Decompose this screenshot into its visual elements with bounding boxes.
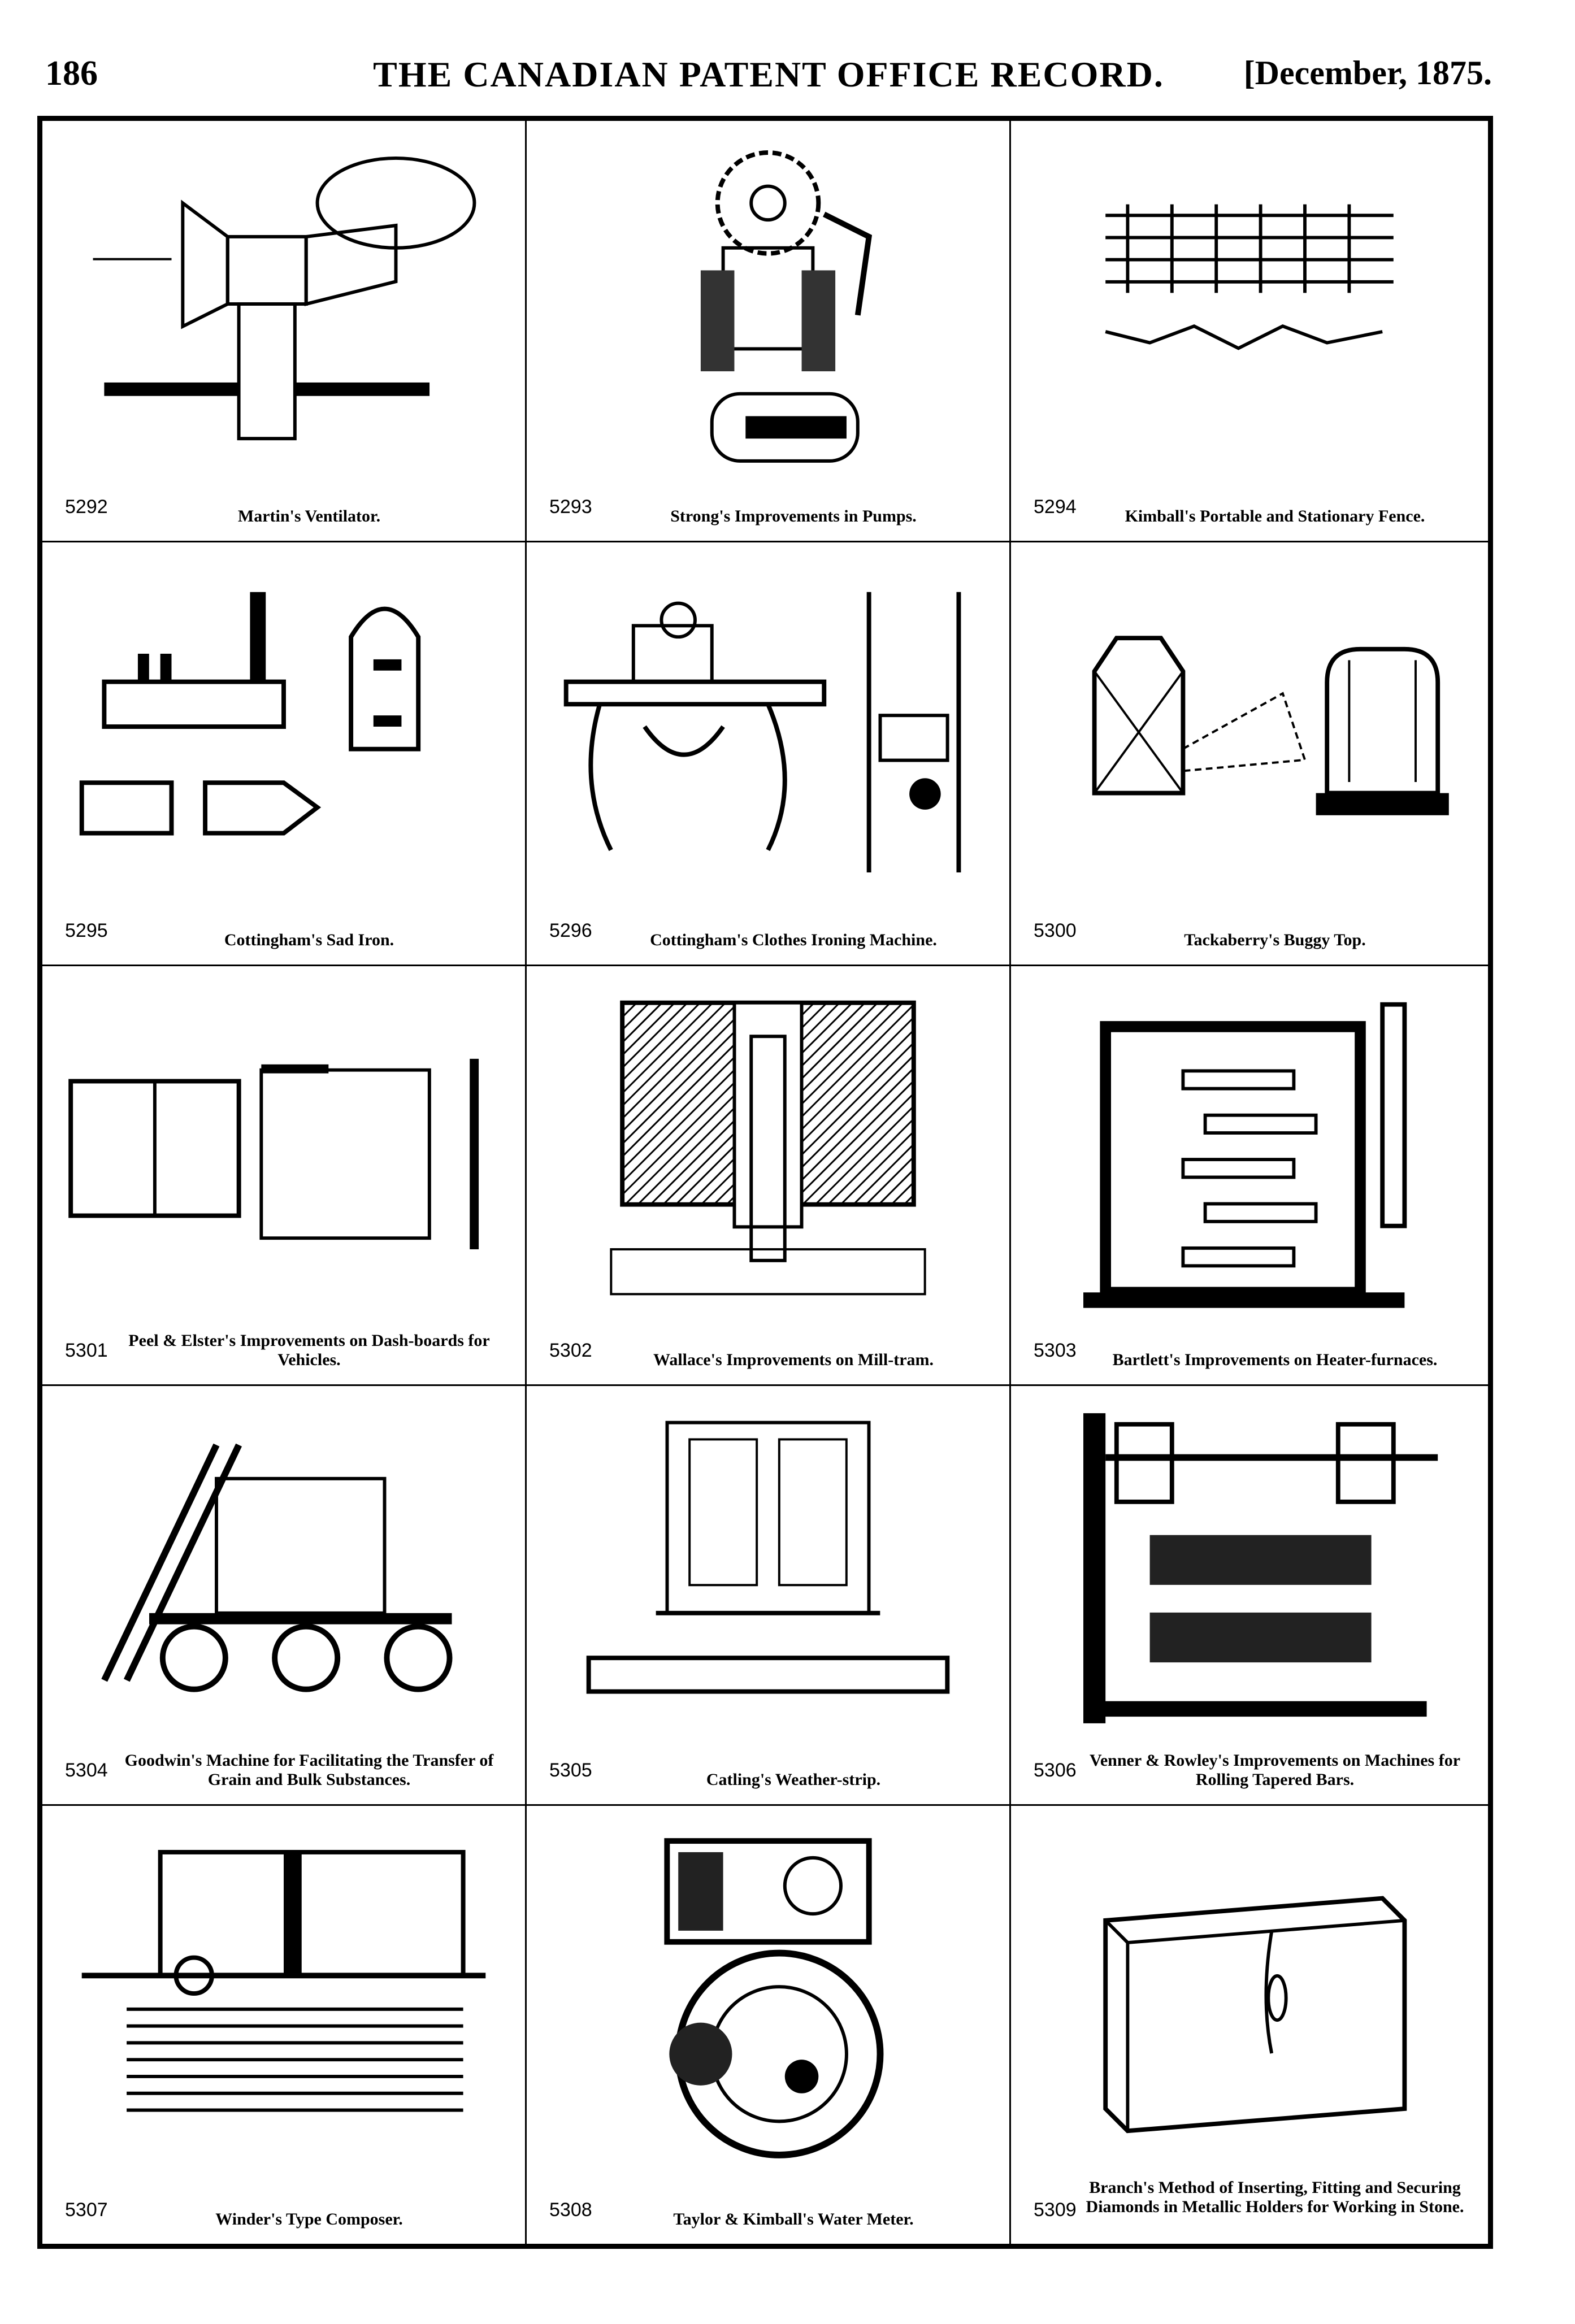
patent-cell: 5302 Wallace's Improvements on Mill-tram… [527,966,1011,1386]
patent-number: 5303 [1034,1340,1077,1361]
patent-caption: Catling's Weather-strip. [706,1770,881,1789]
patent-cell: 5308 Taylor & Kimball's Water Meter. [527,1806,1011,2244]
patent-number: 5293 [549,496,592,518]
patent-number: 5296 [549,920,592,941]
patent-number: 5295 [65,920,108,941]
grain-machine-drawing [59,1400,508,1736]
weather-strip-drawing [544,1400,992,1736]
patent-cell: 5300 Tackaberry's Buggy Top. [1011,542,1488,966]
patent-number: 5308 [549,2199,592,2221]
ventilator-drawing [59,135,508,473]
patent-cell: 5292 Martin's Ventilator. [42,121,527,542]
patent-number: 5301 [65,1340,108,1361]
page-header: 186 THE CANADIAN PATENT OFFICE RECORD. [… [45,54,1492,99]
patent-cell: 5305 Catling's Weather-strip. [527,1386,1011,1806]
rolling-machine-drawing [1028,1400,1471,1736]
ironing-machine-drawing [544,557,992,897]
patent-number: 5294 [1034,496,1077,518]
patent-cell: 5303 Bartlett's Improvements on Heater-f… [1011,966,1488,1386]
water-meter-drawing [544,1820,992,2176]
patent-caption: Bartlett's Improvements on Heater-furnac… [1112,1350,1438,1369]
patent-caption: Kimball's Portable and Stationary Fence. [1125,507,1425,525]
sad-iron-drawing [59,557,508,897]
diamond-holder-drawing [1028,1820,1471,2176]
patent-number: 5306 [1034,1760,1077,1781]
page-number: 186 [45,54,98,93]
patent-cell: 5294 Kimball's Portable and Stationary F… [1011,121,1488,542]
heater-furnace-drawing [1028,980,1471,1317]
patent-number: 5292 [65,496,108,518]
patent-number: 5305 [549,1760,592,1781]
patent-number: 5307 [65,2199,108,2221]
patent-cell: 5301 Peel & Elster's Improvements on Das… [42,966,527,1386]
patent-caption: Cottingham's Clothes Ironing Machine. [650,931,937,949]
patent-caption: Strong's Improvements in Pumps. [670,507,917,525]
patent-caption: Cottingham's Sad Iron. [224,931,394,949]
patent-caption: Wallace's Improvements on Mill-tram. [653,1350,934,1369]
patent-number: 5302 [549,1340,592,1361]
patent-number: 5309 [1034,2199,1077,2221]
patent-caption: Peel & Elster's Improvements on Dash-boa… [128,1331,490,1369]
patent-caption: Winder's Type Composer. [215,2210,403,2229]
patent-caption: Taylor & Kimball's Water Meter. [673,2210,914,2229]
patent-cell: 5309 Branch's Method of Inserting, Fitti… [1011,1806,1488,2244]
buggy-top-drawing [1028,557,1471,897]
patent-caption: Branch's Method of Inserting, Fitting an… [1086,2178,1464,2216]
patent-grid: 5292 Martin's Ventilator. 5293 Strong's … [37,116,1493,2249]
patent-number: 5300 [1034,920,1077,941]
patent-cell: 5296 Cottingham's Clothes Ironing Machin… [527,542,1011,966]
mill-tram-drawing [544,980,992,1317]
patent-cell: 5293 Strong's Improvements in Pumps. [527,121,1011,542]
patent-caption: Martin's Ventilator. [237,507,381,525]
publication-title: THE CANADIAN PATENT OFFICE RECORD. [373,54,1164,94]
patent-number: 5304 [65,1760,108,1781]
dash-board-drawing [59,980,508,1317]
pump-drawing [544,135,992,473]
fence-drawing [1028,135,1471,473]
patent-cell: 5295 Cottingham's Sad Iron. [42,542,527,966]
patent-cell: 5306 Venner & Rowley's Improvements on M… [1011,1386,1488,1806]
patent-caption: Tackaberry's Buggy Top. [1184,931,1366,949]
patent-caption: Venner & Rowley's Improvements on Machin… [1089,1751,1461,1789]
patent-caption: Goodwin's Machine for Facilitating the T… [124,1751,494,1789]
type-composer-drawing [59,1820,508,2176]
patent-cell: 5307 Winder's Type Composer. [42,1806,527,2244]
issue-date: [December, 1875. [1243,54,1492,92]
patent-cell: 5304 Goodwin's Machine for Facilitating … [42,1386,527,1806]
